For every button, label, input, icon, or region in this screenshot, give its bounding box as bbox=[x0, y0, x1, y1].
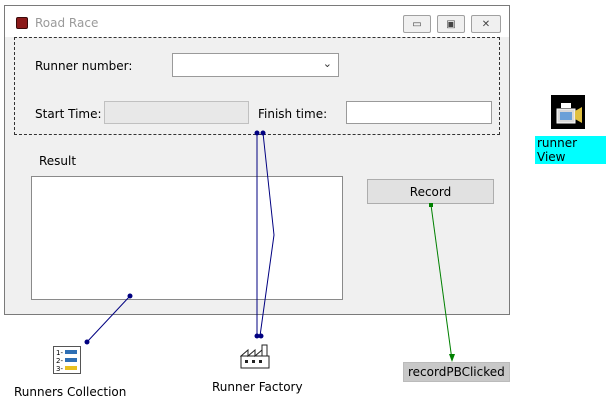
record-button[interactable]: Record bbox=[367, 179, 494, 204]
close-button[interactable]: ✕ bbox=[471, 15, 501, 33]
connection-endpoint bbox=[84, 339, 90, 345]
svg-text:1-: 1- bbox=[56, 349, 63, 357]
connection-endpoint bbox=[260, 130, 266, 136]
maximize-button[interactable]: ▣ bbox=[437, 15, 465, 33]
connection-endpoint bbox=[258, 333, 264, 339]
finish-time-field[interactable] bbox=[346, 101, 492, 124]
result-list[interactable] bbox=[31, 176, 343, 300]
connection-endpoint bbox=[127, 293, 133, 299]
connection-endpoint bbox=[429, 203, 433, 207]
maximize-icon: ▣ bbox=[446, 18, 456, 30]
view-component-icon[interactable] bbox=[551, 95, 585, 129]
collection-icon[interactable]: 1- 2- 3- bbox=[53, 346, 81, 374]
svg-text:3-: 3- bbox=[56, 365, 63, 373]
runner-view-label[interactable]: runner View bbox=[535, 136, 606, 164]
factory-icon[interactable] bbox=[240, 344, 270, 370]
start-time-field[interactable] bbox=[104, 101, 249, 124]
minimize-icon: ▭ bbox=[412, 18, 422, 30]
record-to-handler-connection bbox=[430, 204, 453, 361]
minimize-button[interactable]: ▭ bbox=[403, 15, 431, 33]
record-pb-clicked-handler[interactable]: recordPBClicked bbox=[403, 362, 510, 382]
chevron-down-icon: ⌄ bbox=[322, 57, 332, 70]
result-to-collection-connection bbox=[86, 295, 131, 343]
title-bar: Road Race ▭ ▣ ✕ bbox=[5, 6, 509, 37]
close-icon: ✕ bbox=[481, 18, 491, 30]
connection-endpoint bbox=[254, 333, 260, 339]
runner-number-combobox[interactable]: ⌄ bbox=[172, 53, 339, 77]
window-title: Road Race bbox=[35, 16, 99, 30]
start-time-label: Start Time: bbox=[35, 107, 102, 121]
runners-collection-label[interactable]: Runners Collection bbox=[14, 385, 127, 399]
svg-text:2-: 2- bbox=[56, 357, 63, 365]
connection-endpoint bbox=[254, 130, 260, 136]
runner-factory-label[interactable]: Runner Factory bbox=[212, 380, 303, 394]
finish-time-label: Finish time: bbox=[258, 107, 328, 121]
result-label: Result bbox=[39, 154, 77, 168]
runner-number-label: Runner number: bbox=[35, 59, 133, 73]
arrowhead bbox=[449, 354, 455, 362]
group-to-factory-connection-2 bbox=[259, 132, 275, 337]
app-icon bbox=[16, 17, 28, 29]
